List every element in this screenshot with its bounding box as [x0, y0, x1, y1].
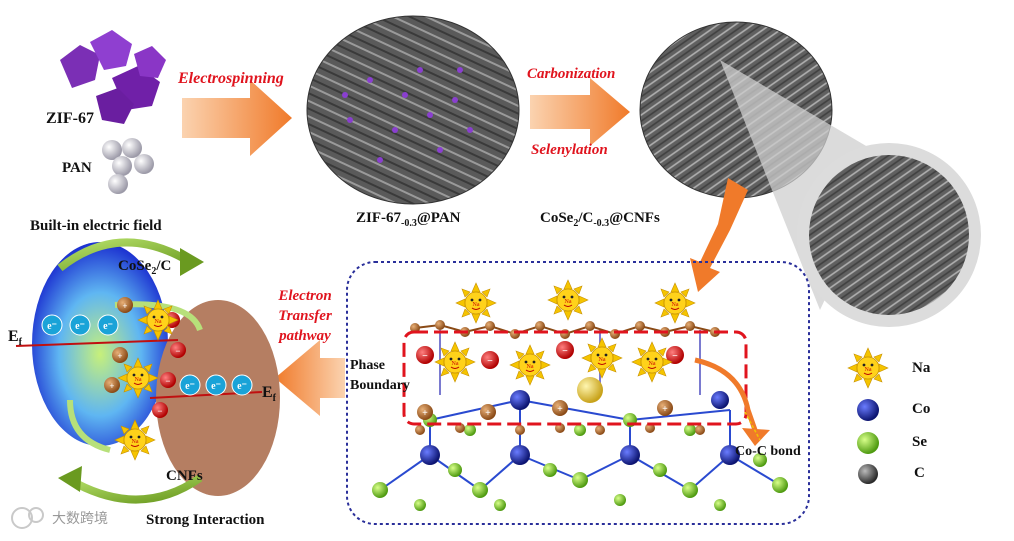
- legend-na-label: Na: [912, 360, 930, 377]
- cose2-cnfs-fiber-disk: [640, 22, 981, 327]
- cose2-main: CoSe: [540, 210, 573, 226]
- ef-right-main: E: [262, 384, 273, 401]
- electron-symbol: e⁻: [211, 381, 221, 392]
- svg-text:+: +: [117, 351, 122, 361]
- electron-transfer-arrow: [275, 340, 345, 416]
- legend-co-label: Co: [912, 401, 930, 418]
- builtin-field-label: Built-in electric field: [30, 218, 162, 235]
- strong-interaction-label: Strong Interaction: [146, 512, 264, 529]
- electron-symbol: e⁻: [103, 321, 113, 332]
- ef-right-label: Ef: [262, 384, 276, 404]
- svg-text:+: +: [122, 301, 127, 311]
- minus-sign: −: [487, 356, 493, 367]
- zif67-label: ZIF-67: [46, 110, 94, 128]
- cose2c-tail: /C: [156, 258, 171, 274]
- crystal-lattice: [380, 330, 780, 490]
- plus-sign: +: [557, 404, 563, 415]
- svg-text:−: −: [157, 406, 162, 416]
- carbonization-label: Carbonization: [527, 66, 615, 83]
- electron-symbol: e⁻: [47, 321, 57, 332]
- electron-transfer-line3: pathway: [270, 328, 340, 345]
- phase-boundary-line1: Phase: [350, 358, 385, 374]
- electron-transfer-line1: Electron: [270, 288, 340, 305]
- cose2c-label: CoSe2/C: [118, 258, 171, 277]
- ef-left-sub: f: [19, 337, 22, 348]
- phase-boundary-line2: Boundary: [350, 378, 410, 394]
- electron-transfer-line2: Transfer: [270, 308, 340, 325]
- svg-text:−: −: [175, 346, 180, 356]
- zif-pan-label: ZIF-67-0.3@PAN: [356, 210, 461, 229]
- legend-se-label: Se: [912, 434, 927, 451]
- minus-sign: −: [562, 346, 568, 357]
- cose2c-main: CoSe: [118, 258, 151, 274]
- watermark-text: 大数跨境: [52, 508, 108, 528]
- electron-symbol: e⁻: [237, 381, 247, 392]
- pan-spheres: [102, 138, 154, 194]
- watermark-logo: [12, 508, 43, 528]
- electrospinning-label: Electrospinning: [178, 70, 284, 88]
- zif-pan-fiber-disk: [307, 16, 519, 204]
- svg-text:+: +: [109, 381, 114, 391]
- electron-symbol: e⁻: [185, 381, 195, 392]
- selenylation-label: Selenylation: [531, 142, 608, 159]
- electrospinning-arrow: [182, 80, 292, 156]
- cose2-tail: @CNFs: [609, 210, 660, 226]
- cose2-cnfs-label: CoSe2/C-0.3@CNFs: [540, 210, 660, 229]
- ef-left-main: E: [8, 328, 19, 345]
- electron-symbol: e⁻: [75, 321, 85, 332]
- legend: [848, 348, 888, 484]
- plus-sign: +: [422, 408, 428, 419]
- zif-pan-sub: -0.3: [401, 218, 417, 229]
- ef-right-sub: f: [273, 393, 276, 404]
- minus-sign: −: [672, 351, 678, 362]
- zif-pan-main: ZIF-67: [356, 210, 401, 226]
- cose2-mid: /C: [578, 210, 593, 226]
- minus-sign: −: [422, 351, 428, 362]
- carbonization-arrow: [530, 78, 630, 146]
- svg-text:−: −: [165, 376, 170, 386]
- plus-sign: +: [485, 408, 491, 419]
- legend-c-label: C: [914, 465, 925, 482]
- lattice-atoms: [372, 377, 788, 511]
- ef-left-label: Ef: [8, 328, 22, 348]
- plus-sign: +: [662, 404, 668, 415]
- coc-bond-label: Co-C bond: [735, 444, 801, 460]
- zif-pan-tail: @PAN: [417, 210, 461, 226]
- built-in-field-scheme: e⁻e⁻e⁻ e⁻e⁻e⁻ +++ −− −−: [16, 242, 280, 500]
- pan-label: PAN: [62, 160, 92, 177]
- cose2-sub2: -0.3: [593, 218, 609, 229]
- cnfs-label: CNFs: [166, 468, 203, 485]
